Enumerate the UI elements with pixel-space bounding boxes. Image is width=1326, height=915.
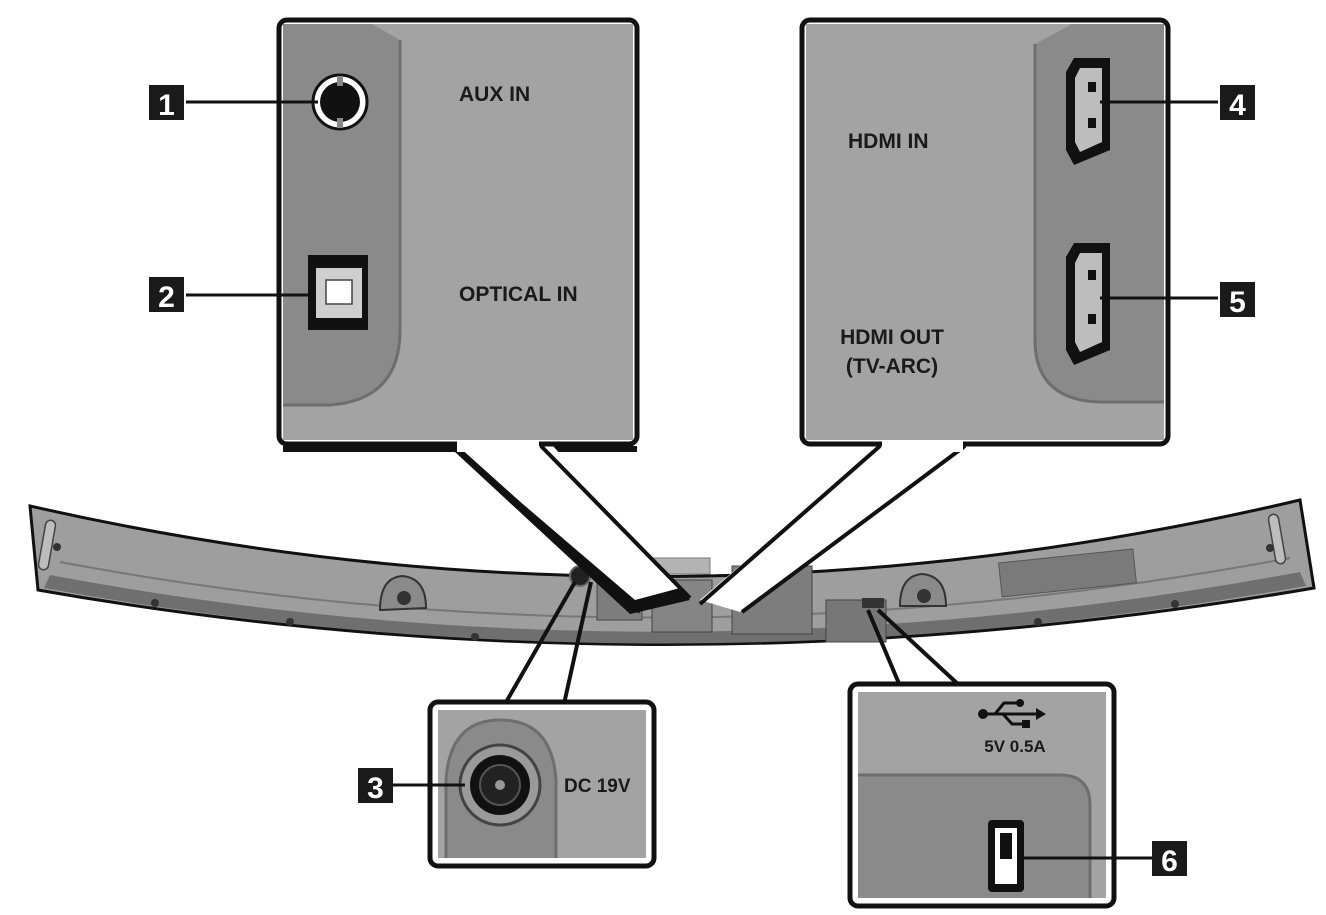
badge-2: 2 [149, 277, 184, 314]
svg-text:3: 3 [367, 772, 384, 805]
leader-lines [186, 100, 1218, 860]
usb-port-icon [988, 820, 1024, 892]
usb-symbol-icon [978, 699, 1046, 728]
svg-text:5: 5 [1229, 286, 1246, 319]
callout-panel-left [275, 16, 692, 614]
hdmi-port-icon [1066, 243, 1110, 365]
label-aux-in: AUX IN [459, 83, 530, 106]
hdmi-port-icon [1066, 58, 1110, 165]
label-tv-arc: (TV-ARC) [846, 355, 938, 378]
badge-3: 3 [358, 768, 393, 805]
badge-4: 4 [1220, 85, 1255, 122]
label-hdmi-out: HDMI OUT [840, 326, 944, 349]
label-hdmi-in: HDMI IN [848, 130, 929, 153]
badge-1: 1 [149, 85, 184, 122]
optical-port-icon [308, 255, 368, 330]
svg-text:6: 6 [1161, 845, 1178, 878]
badge-6: 6 [1152, 841, 1187, 878]
label-dc-19v: DC 19V [564, 776, 631, 797]
dc-jack-icon [458, 743, 542, 827]
svg-text:4: 4 [1229, 89, 1246, 122]
soundbar-body [28, 498, 1316, 646]
svg-text:2: 2 [158, 281, 175, 314]
label-usb-5v: 5V 0.5A [984, 737, 1045, 756]
badge-5: 5 [1220, 282, 1255, 319]
label-optical-in: OPTICAL IN [459, 283, 578, 306]
callout-panel-dc [427, 581, 657, 869]
aux-jack-icon [311, 73, 369, 131]
svg-text:1: 1 [158, 89, 175, 122]
callout-panel-usb [847, 608, 1117, 909]
